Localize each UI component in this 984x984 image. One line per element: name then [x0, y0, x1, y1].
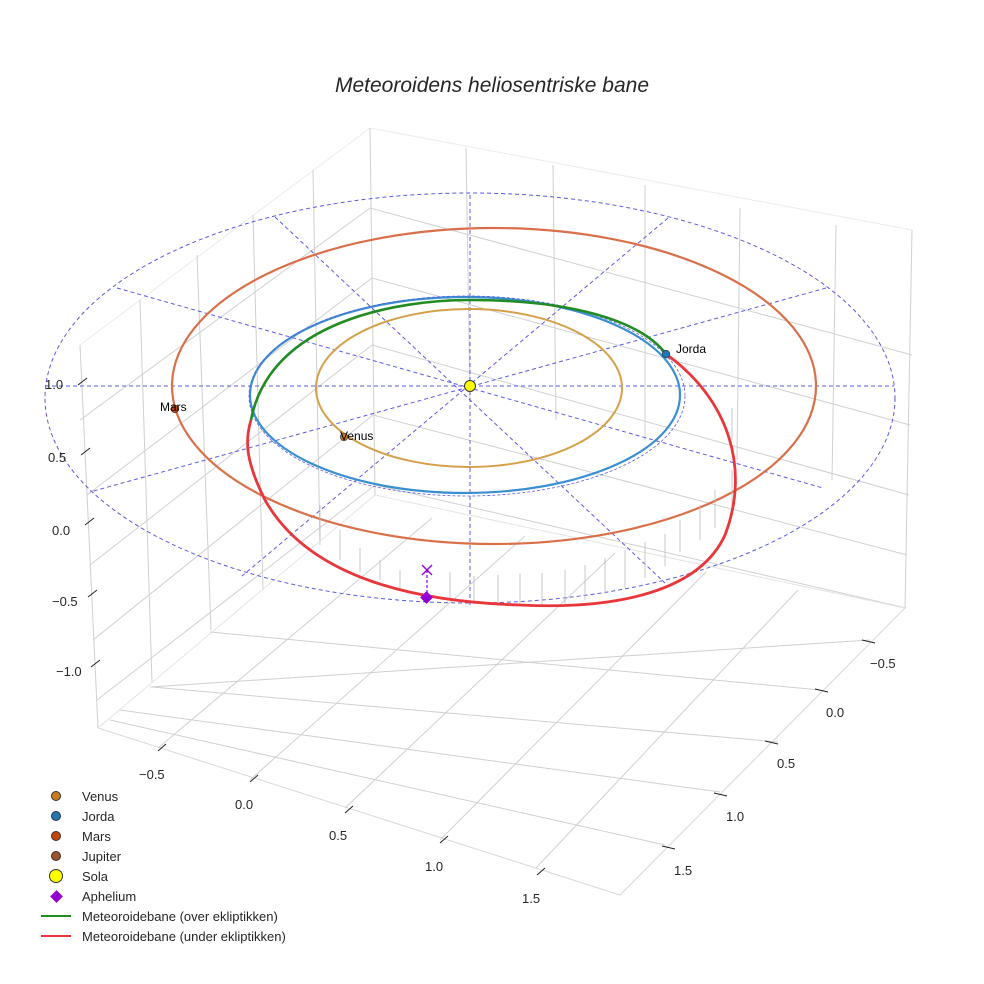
meteoroid-drop-lines — [319, 408, 733, 606]
earth-orbit — [248, 295, 682, 495]
meteoroid-path-above — [249, 298, 668, 421]
venus-marker[interactable] — [339, 432, 349, 442]
z-tick: 0.0 — [52, 523, 70, 538]
legend-label: Sola — [82, 868, 109, 884]
x-tick: 0.0 — [235, 797, 253, 812]
legend-label: Jorda — [82, 808, 115, 824]
mars-dot-icon — [38, 826, 74, 846]
mars-marker[interactable] — [170, 404, 180, 414]
jupiter-dot-icon — [38, 846, 74, 866]
y-tick: 1.5 — [674, 863, 692, 878]
legend-label: Mars — [82, 828, 111, 844]
y-tick: 0.5 — [777, 756, 795, 771]
legend-label: Venus — [82, 788, 119, 804]
venus-orbit — [315, 308, 623, 468]
legend-item-venus[interactable]: Venus — [38, 786, 286, 806]
sun-dot-icon — [38, 866, 74, 886]
x-tick: 0.5 — [329, 828, 347, 843]
green-line-icon — [38, 906, 74, 926]
legend-item-mars[interactable]: Mars — [38, 826, 286, 846]
z-tick: −1.0 — [56, 664, 82, 679]
earth-orbit-dashed — [248, 295, 686, 497]
legend-item-jorda[interactable]: Jorda — [38, 806, 286, 826]
label-mars: Mars — [160, 400, 187, 414]
legend-item-aphelium[interactable]: Aphelium — [38, 886, 286, 906]
legend-item-path-below[interactable]: Meteoroidebane (under ekliptikken) — [38, 926, 286, 946]
x-tick: 1.0 — [425, 859, 443, 874]
ecliptic-reference-grid — [44, 192, 896, 605]
legend-label: Jupiter — [82, 848, 122, 864]
venus-dot-icon — [38, 786, 74, 806]
x-tick: −0.5 — [139, 767, 165, 782]
legend-label: Meteoroidebane (under ekliptikken) — [82, 928, 286, 944]
z-axis-ticks — [77, 377, 101, 668]
diamond-icon — [38, 886, 74, 906]
jorda-dot-icon — [38, 806, 74, 826]
legend-label: Meteoroidebane (over ekliptikken) — [82, 908, 278, 924]
legend-item-sola[interactable]: Sola — [38, 866, 286, 886]
label-jorda: Jorda — [676, 342, 706, 356]
label-venus: Venus — [340, 429, 373, 443]
z-tick: −0.5 — [52, 594, 78, 609]
axis-grid — [79, 127, 913, 896]
y-axis-ticks — [661, 639, 876, 850]
y-tick: 1.0 — [726, 809, 744, 824]
chart-title: Meteoroidens heliosentriske bane — [334, 74, 650, 97]
legend-label: Aphelium — [82, 888, 137, 904]
z-tick: 0.5 — [48, 450, 66, 465]
legend: Venus Jorda Mars Jupiter Sola Aphelium M… — [38, 786, 286, 946]
y-tick: 0.0 — [826, 705, 844, 720]
earth-marker[interactable] — [661, 349, 671, 359]
mars-orbit — [170, 226, 818, 546]
meteoroid-path-below — [246, 352, 737, 608]
y-tick: −0.5 — [870, 656, 896, 671]
x-tick: 1.5 — [522, 891, 540, 906]
sun-marker[interactable] — [464, 380, 476, 392]
legend-item-jupiter[interactable]: Jupiter — [38, 846, 286, 866]
legend-item-path-above[interactable]: Meteoroidebane (over ekliptikken) — [38, 906, 286, 926]
red-line-icon — [38, 926, 74, 946]
aphelion-projection-x-icon — [421, 564, 433, 576]
x-axis-ticks — [157, 743, 546, 876]
z-tick: 1.0 — [45, 377, 63, 392]
